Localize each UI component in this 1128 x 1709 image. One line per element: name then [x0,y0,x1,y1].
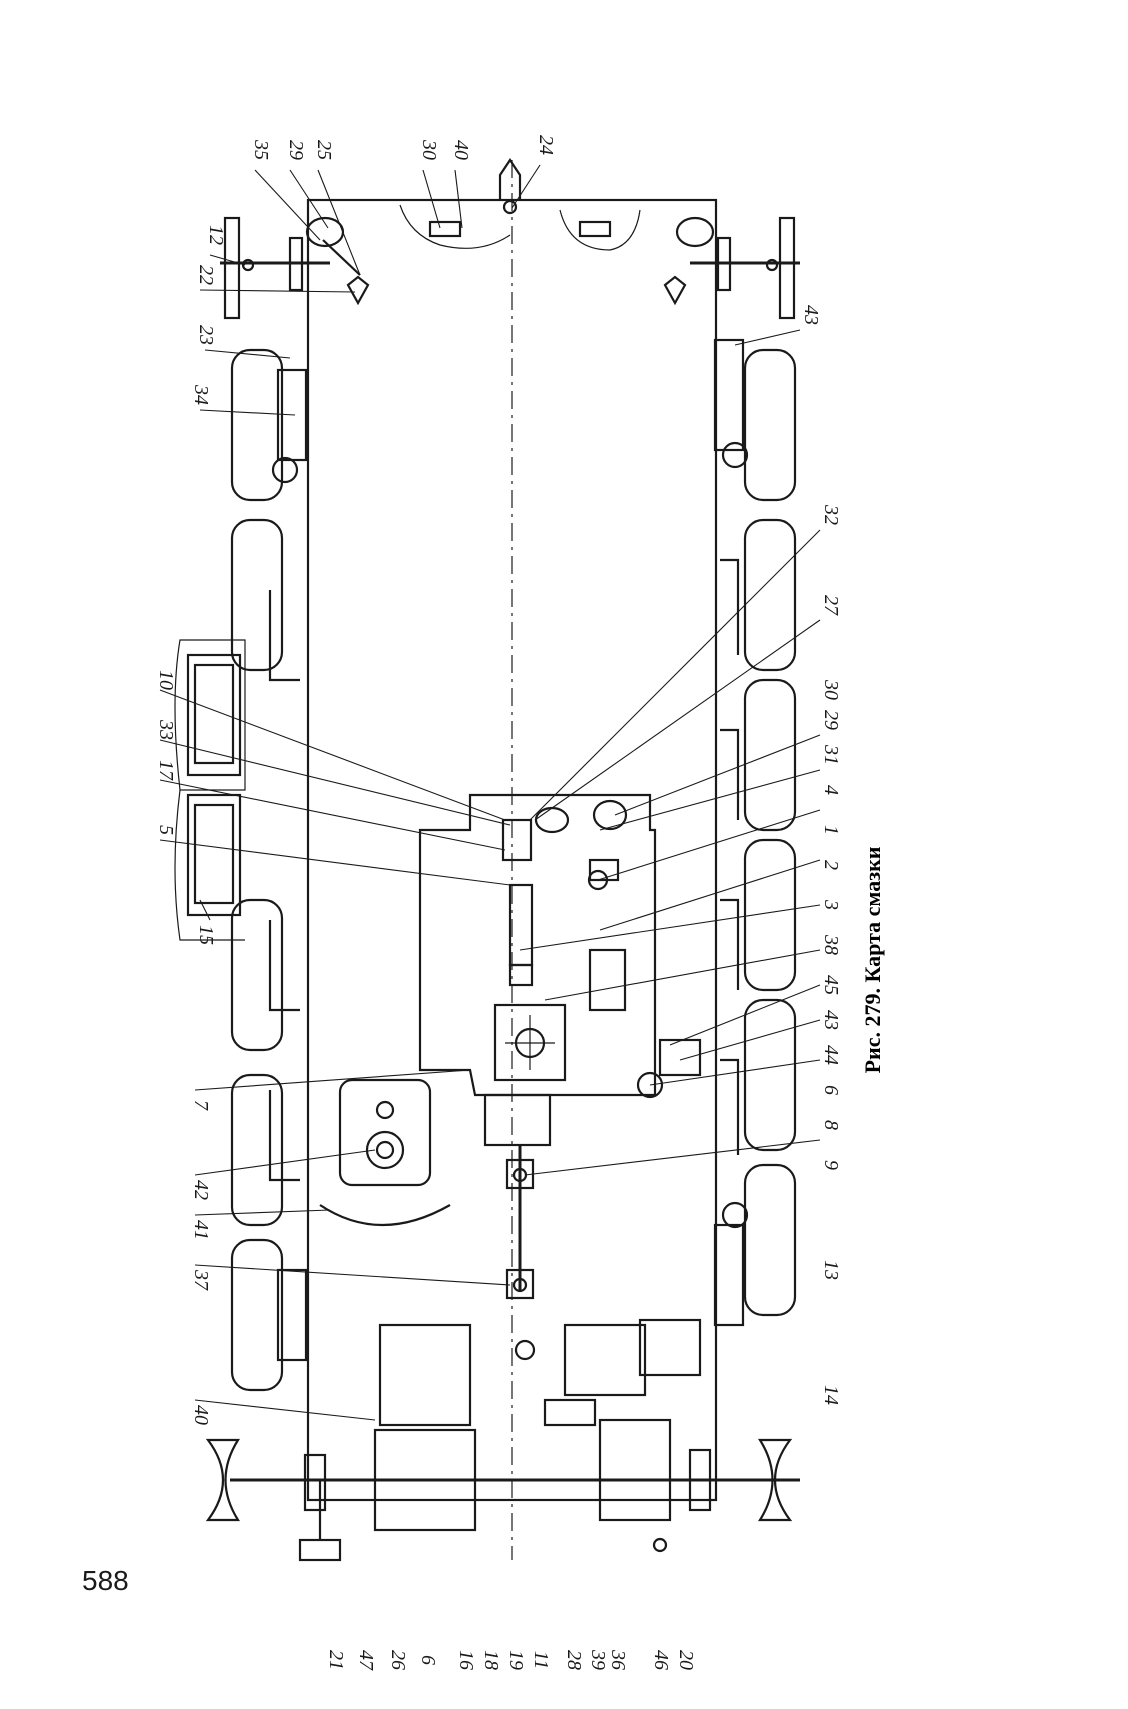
callout-label: 31 [820,744,842,765]
callout-label: 44 [820,1045,842,1065]
callout-label: 30 [418,139,440,160]
callout-label: 33 [155,719,177,740]
callout-label: 6 [417,1655,439,1665]
callout-label: 8 [820,1120,842,1130]
callout-label: 32 [820,504,842,525]
callout-label: 24 [535,135,557,155]
callout-label: 3 [820,899,842,910]
callout-label: 6 [820,1085,842,1095]
callout-label: 39 [587,1649,609,1670]
callout-label: 4 [820,785,842,795]
callout-label: 23 [195,325,217,345]
callout-label: 19 [505,1650,527,1670]
callout-label: 36 [607,1649,629,1670]
callout-label: 35 [250,139,272,160]
callout-label: 5 [155,825,177,835]
callout-label: 11 [530,1651,552,1670]
callout-label: 9 [820,1160,842,1170]
callout-label: 37 [190,1269,212,1291]
callout-label: 47 [355,1650,377,1671]
callout-label: 16 [455,1650,477,1670]
callout-label: 12 [205,225,227,245]
callout-label: 2 [820,860,842,870]
callout-label: 29 [820,710,842,730]
callout-label: 20 [675,1650,697,1670]
callout-label: 13 [820,1260,842,1280]
figure-caption: Рис. 279. Карта смазки [860,846,885,1073]
callout-label: 27 [820,595,842,616]
callout-label: 17 [155,760,177,781]
callout-label: 41 [190,1220,212,1240]
callout-label: 34 [190,384,212,405]
callout-label: 21 [325,1650,347,1670]
callout-label: 1 [820,825,842,835]
callout-label: 42 [190,1180,212,1200]
callout-label: 40 [450,140,472,160]
callout-label: 29 [285,140,307,160]
callout-label: 40 [190,1405,212,1425]
callout-label: 45 [820,975,842,995]
callout-label: 38 [820,934,842,955]
callout-label: 15 [195,925,217,945]
callout-label: 26 [387,1650,409,1670]
callout-label: 7 [190,1100,212,1111]
callout-label: 46 [650,1650,672,1670]
callout-label: 10 [155,670,177,690]
callout-label: 14 [820,1385,842,1405]
callout-label: 25 [313,140,335,160]
callout-label: 18 [480,1650,502,1670]
callout-label: 30 [820,679,842,700]
page-number: 588 [82,1565,129,1596]
callout-label: 28 [563,1650,585,1670]
callout-label: 22 [195,265,217,285]
callout-label: 43 [800,305,822,325]
callout-label: 43 [820,1010,842,1030]
